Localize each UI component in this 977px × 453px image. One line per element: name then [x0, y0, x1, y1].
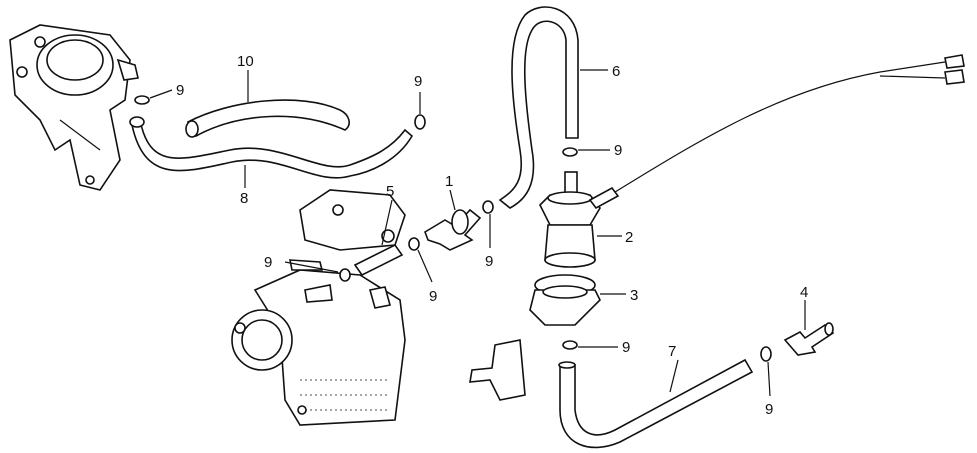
callout-4: 4 — [800, 284, 808, 301]
small-bracket — [469, 339, 526, 401]
callout-7: 7 — [668, 343, 676, 360]
fuel-pump-2 — [539, 171, 620, 268]
callout-1: 1 — [445, 173, 453, 190]
hose-clip-9c — [408, 237, 420, 251]
holder-3 — [529, 274, 601, 326]
connector-4 — [783, 322, 835, 356]
hose-clip-9h — [760, 346, 772, 362]
hose-clip-9a — [134, 95, 150, 105]
hose-7 — [558, 358, 754, 449]
callout-9d: 9 — [264, 254, 272, 271]
joint-1 — [424, 208, 482, 251]
hose-clip-9e — [482, 200, 494, 214]
hose-clip-9b — [414, 114, 426, 130]
leader-5 — [381, 199, 393, 246]
hose-8 — [129, 116, 414, 179]
leader-9a — [149, 89, 173, 99]
hose-clip-9g — [562, 340, 578, 350]
tube-5 — [353, 243, 404, 277]
callout-5: 5 — [386, 183, 394, 200]
leader-7 — [669, 359, 679, 393]
leader-1 — [449, 189, 456, 211]
callout-9h: 9 — [765, 401, 773, 418]
callout-9a: 9 — [176, 82, 184, 99]
leader-9c — [417, 249, 433, 283]
callout-8: 8 — [240, 190, 248, 207]
pump-cable — [614, 54, 965, 193]
callout-9g: 9 — [622, 339, 630, 356]
carburetor — [231, 189, 406, 426]
leader-9h — [767, 361, 771, 397]
callout-9f: 9 — [614, 142, 622, 159]
callout-9b: 9 — [414, 73, 422, 90]
hose-10 — [185, 99, 350, 138]
callout-10: 10 — [237, 53, 254, 70]
leader-9d — [284, 261, 339, 273]
hose-clip-9d — [339, 268, 351, 282]
callout-9c: 9 — [429, 288, 437, 305]
pump-bracket — [9, 24, 139, 191]
callout-2: 2 — [625, 229, 633, 246]
callout-6: 6 — [612, 63, 620, 80]
hose-6 — [498, 6, 579, 209]
callout-9e: 9 — [485, 253, 493, 270]
hose-clip-9f — [562, 147, 578, 157]
callout-3: 3 — [630, 287, 638, 304]
